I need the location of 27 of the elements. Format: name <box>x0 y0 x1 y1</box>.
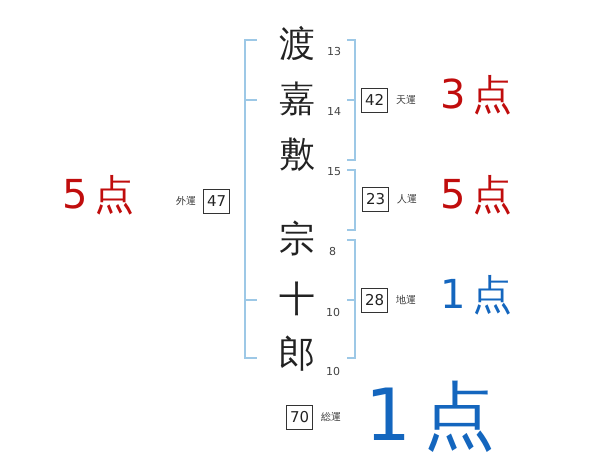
score-text: 3点 <box>440 75 519 115</box>
stroke-count: 10 <box>326 307 340 318</box>
fortune-label: 天運 <box>396 96 416 106</box>
fortune-label: 総運 <box>321 412 342 422</box>
name-character: 敷 <box>279 137 315 173</box>
score-text: 1点 <box>440 275 519 315</box>
stroke-count: 8 <box>329 246 336 257</box>
stroke-count: 13 <box>327 46 341 57</box>
name-character: 渡 <box>279 27 315 63</box>
name-character: 十 <box>279 282 315 318</box>
number-box: 42 <box>361 88 388 113</box>
name-character: 嘉 <box>279 82 315 118</box>
fortune-label: 外運 <box>176 196 196 206</box>
stroke-count: 10 <box>326 366 340 377</box>
number-box: 70 <box>286 405 314 430</box>
score-text: 5点 <box>62 175 141 215</box>
name-character: 郎 <box>279 337 315 373</box>
number-box: 23 <box>362 187 390 212</box>
name-character: 宗 <box>279 222 315 258</box>
score-text: 1点 <box>365 379 507 451</box>
score-text: 5点 <box>440 175 519 215</box>
stroke-count: 14 <box>327 106 341 117</box>
stroke-count: 15 <box>327 166 341 177</box>
number-box: 28 <box>361 288 388 313</box>
number-box: 47 <box>203 189 230 214</box>
fortune-label: 人運 <box>397 194 418 204</box>
fortune-label: 地運 <box>396 296 416 306</box>
